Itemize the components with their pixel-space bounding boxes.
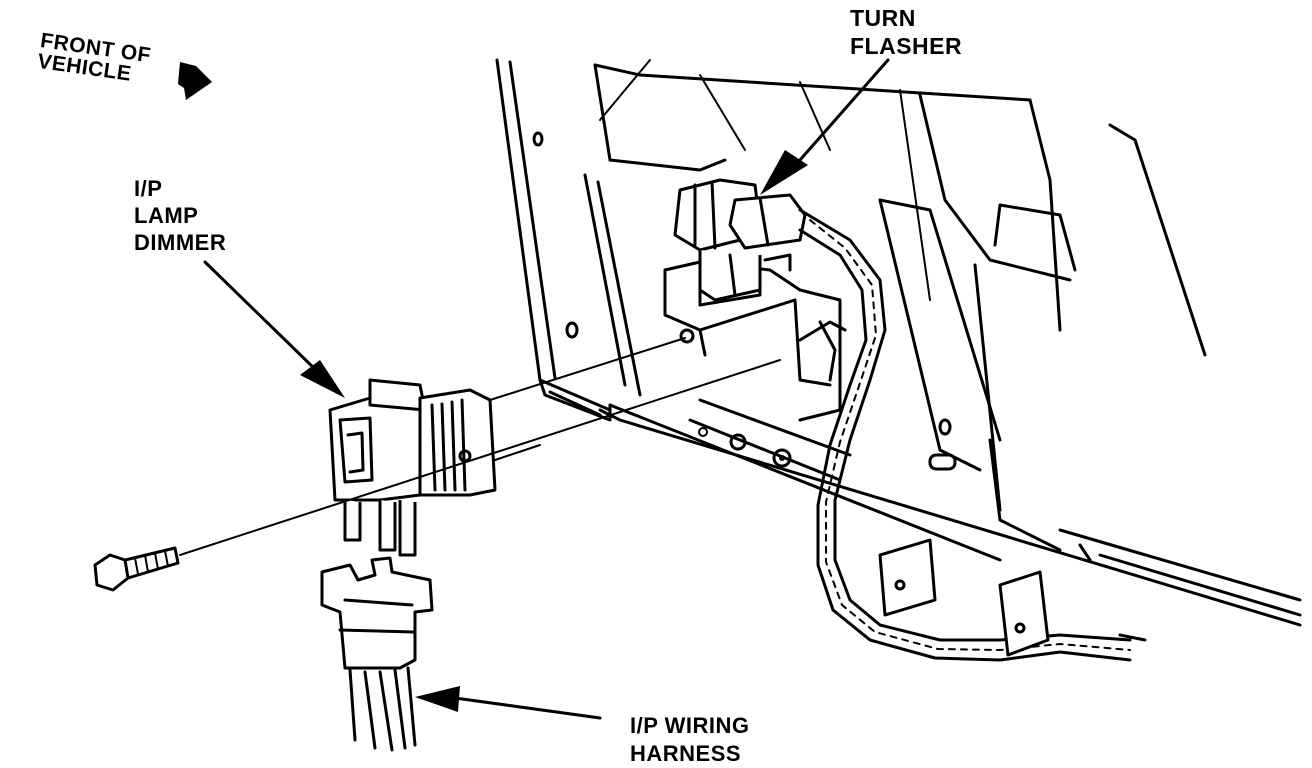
ip-wiring-harness-line-2: HARNESS (630, 741, 742, 766)
ip-wiring-harness-label: I/P WIRING HARNESS (630, 712, 750, 768)
harness-connector (320, 556, 434, 752)
flasher-wiring-harness (798, 208, 1147, 662)
ip-lamp-dimmer-label: I/P LAMP DIMMER (134, 175, 226, 256)
ip-lamp-dimmer (328, 378, 497, 557)
ip-wiring-harness-line-1: I/P WIRING (630, 713, 750, 738)
turn-flasher (673, 178, 807, 307)
ip-lamp-dimmer-line-1: I/P (134, 176, 163, 201)
pointer-arrows (203, 58, 890, 720)
turn-flasher-label: TURN FLASHER (850, 4, 962, 60)
front-direction-arrow (178, 62, 212, 100)
mounting-screw (93, 546, 180, 592)
turn-flasher-line-2: FLASHER (850, 33, 963, 59)
ip-lamp-dimmer-line-3: DIMMER (134, 230, 227, 255)
ip-lamp-dimmer-line-2: LAMP (134, 203, 199, 228)
turn-flasher-line-1: TURN (850, 5, 916, 31)
dash-panel (495, 58, 1302, 627)
alignment-lines (179, 337, 781, 556)
